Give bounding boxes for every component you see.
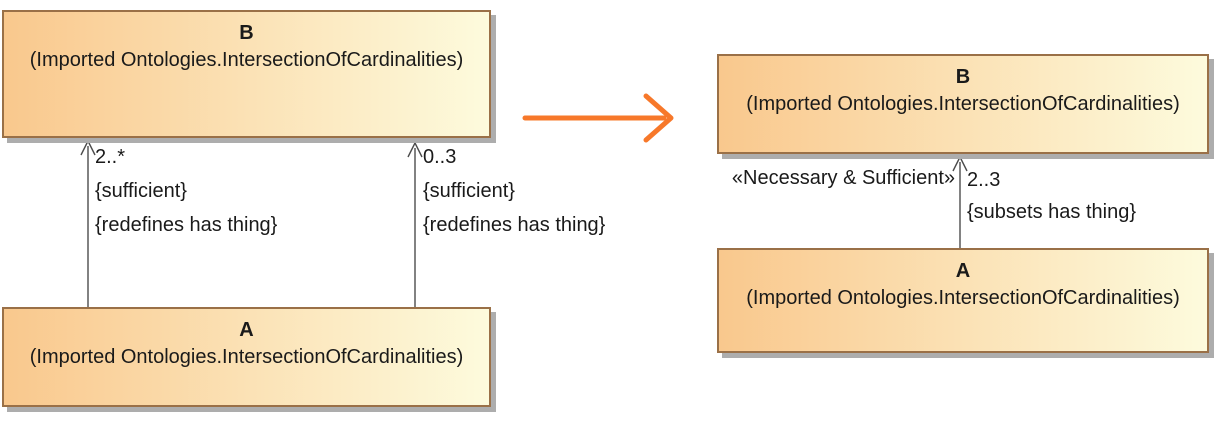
constraint-label: {redefines has thing} [95,214,278,236]
class-title: B [239,22,254,44]
constraint-label: {sufficient} [423,180,515,202]
class-box-b-left: B (Imported Ontologies.IntersectionOfCar… [2,10,491,138]
multiplicity-label: 2..* [95,146,126,168]
open-arrowhead-icon [952,155,968,172]
association-arrow-right [407,141,423,308]
association-necessary-sufficient-labels: 2..3 {subsets has thing} [967,164,1136,228]
class-qualifier: (Imported Ontologies.IntersectionOfCardi… [29,49,464,71]
association-right-labels: 0..3 {sufficient} {redefines has thing} [423,140,605,242]
association-arrow-left [80,139,96,308]
class-box-a-left: A (Imported Ontologies.IntersectionOfCar… [2,307,491,407]
class-title: A [955,260,971,282]
transform-arrow-icon [522,93,674,143]
class-box-b-right: B (Imported Ontologies.IntersectionOfCar… [717,54,1209,154]
class-qualifier: (Imported Ontologies.IntersectionOfCardi… [746,287,1180,309]
open-arrowhead-icon [407,141,423,158]
constraint-label: {redefines has thing} [423,214,606,236]
constraint-label: {subsets has thing} [967,201,1137,223]
class-box-a-right: A (Imported Ontologies.IntersectionOfCar… [717,248,1209,353]
association-arrow-necessary-sufficient [952,155,968,249]
multiplicity-label: 2..3 [967,169,1001,191]
class-qualifier: (Imported Ontologies.IntersectionOfCardi… [29,346,464,368]
open-arrowhead-icon [80,139,96,156]
multiplicity-label: 0..3 [423,146,457,168]
constraint-label: {sufficient} [95,180,187,202]
class-title: B [955,66,971,88]
association-left-labels: 2..* {sufficient} {redefines has thing} [95,140,277,242]
class-qualifier: (Imported Ontologies.IntersectionOfCardi… [746,93,1180,115]
stereotype-label: «Necessary & Sufficient» [731,167,955,189]
class-title: A [239,319,254,341]
